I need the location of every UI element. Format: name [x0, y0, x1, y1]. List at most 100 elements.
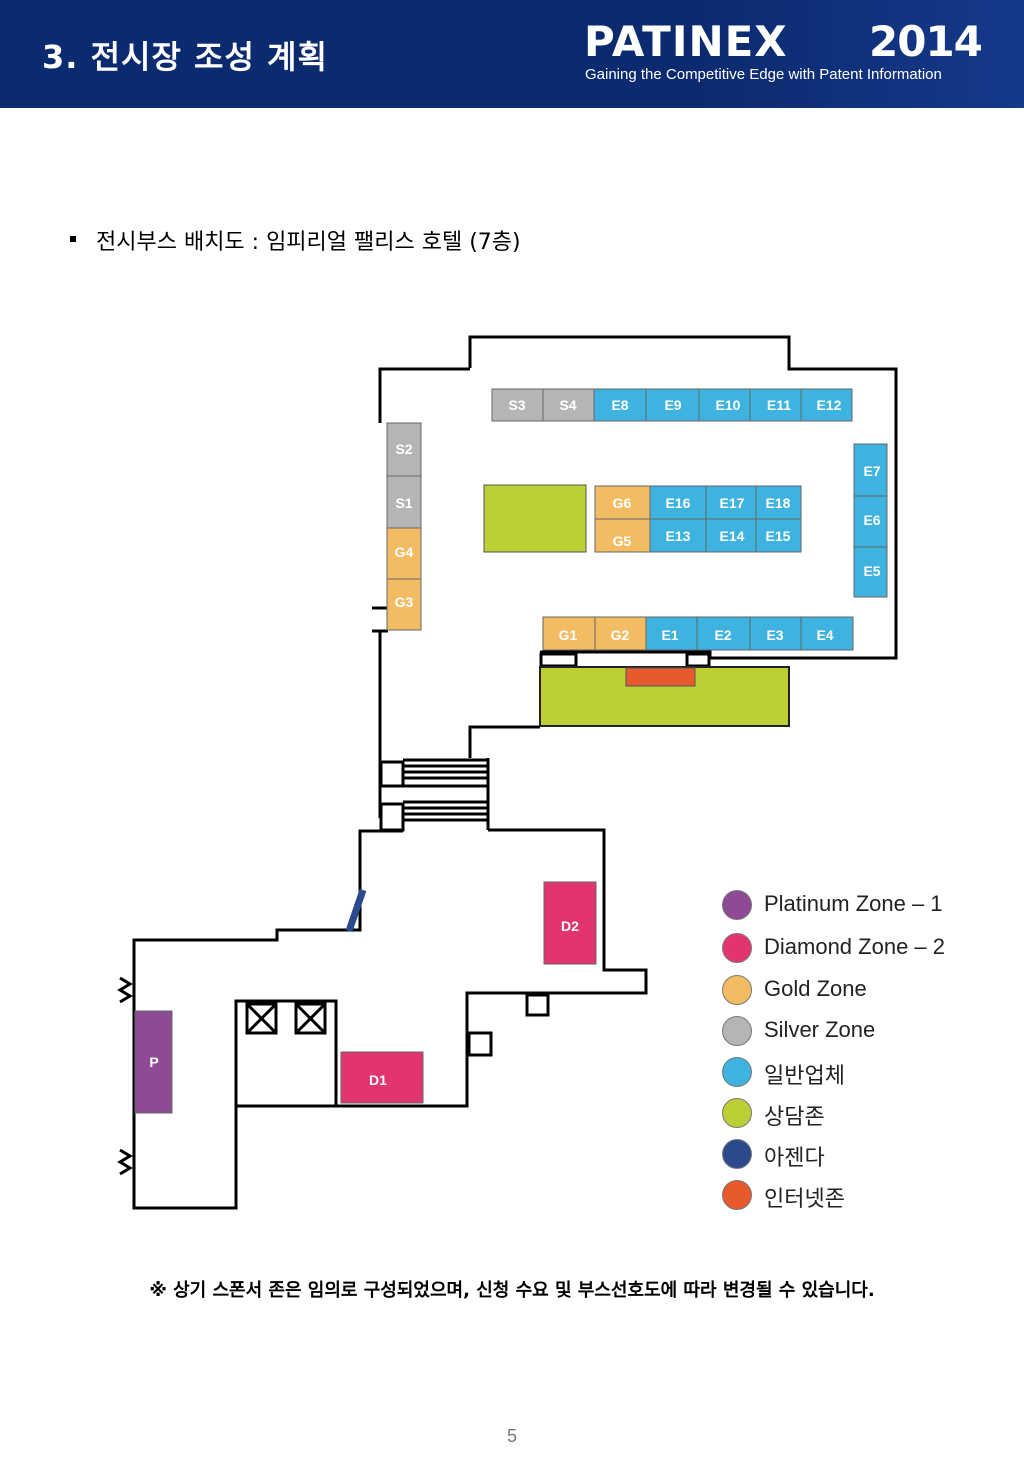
- booth-column-left: S2 S1 G4 G3: [386, 422, 422, 631]
- booth-e3-label: E3: [766, 627, 783, 643]
- legend-label-internet: 인터넷존: [764, 1186, 845, 1211]
- booth-e5-label: E5: [863, 563, 880, 579]
- layout-caption: 전시부스 배치도 : 임피리얼 팰리스 호텔 (7층): [96, 230, 521, 255]
- legend-label-platinum: Platinum Zone – 1: [764, 891, 943, 916]
- legend-label-silver: Silver Zone: [764, 1017, 876, 1042]
- booth-g1-label: G1: [559, 627, 578, 643]
- booth-e16-label: E16: [666, 495, 691, 511]
- patinex-logo-tagline: Gaining the Competitive Edge with Patent…: [585, 66, 942, 83]
- legend-swatch-consultation: [722, 1098, 752, 1128]
- booth-e15-label: E15: [766, 528, 791, 544]
- booth-s2-label: S2: [395, 441, 412, 457]
- legend-swatch-general: [722, 1057, 752, 1087]
- booth-e10-label: E10: [716, 397, 741, 413]
- footnote: ※ 상기 스폰서 존은 임의로 구성되었으며, 신청 수요 및 부스선호도에 따…: [149, 1280, 875, 1301]
- booth-e3: [749, 616, 802, 651]
- booth-e18-label: E18: [766, 495, 791, 511]
- agenda-marker: [345, 888, 367, 933]
- legend-label-general: 일반업체: [764, 1063, 845, 1088]
- booth-e12-label: E12: [817, 397, 842, 413]
- booth-e6: [853, 495, 888, 548]
- booth-g3-label: G3: [395, 594, 414, 610]
- booth-d1: [340, 1051, 424, 1104]
- booth-g6-label: G6: [613, 495, 632, 511]
- booth-s4-label: S4: [559, 397, 576, 413]
- legend-swatch-platinum: [722, 890, 752, 920]
- booth-e17: [705, 485, 757, 520]
- legend-label-agenda: 아젠다: [764, 1145, 825, 1170]
- legend-item-general: 일반업체: [720, 1055, 1010, 1089]
- booth-e5: [853, 546, 888, 598]
- legend-label-diamond: Diamond Zone – 2: [764, 934, 945, 959]
- booth-island-center: G6 G5 E16 E17 E18 E13 E14 E15: [594, 485, 802, 553]
- floor-plan-walls: [117, 335, 898, 1210]
- legend-item-gold: Gold Zone: [720, 973, 1010, 1007]
- booth-g3: [386, 578, 422, 631]
- legend-label-consultation: 상담존: [764, 1104, 825, 1129]
- legend-item-agenda: 아젠다: [720, 1137, 1010, 1171]
- booth-row-top: S3 S4 E8 E9 E10 E11 E12: [491, 388, 853, 422]
- header-accent: [694, 0, 1024, 108]
- page-header: 3. 전시장 조성 계획 PATINEX 2014 Gaining the Co…: [0, 0, 1024, 108]
- legend-item-diamond: Diamond Zone – 2: [720, 931, 1010, 965]
- legend-label-gold: Gold Zone: [764, 976, 867, 1001]
- booth-s1-label: S1: [395, 495, 412, 511]
- booth-e18: [755, 485, 802, 520]
- booth-d2-label: D2: [561, 918, 579, 934]
- bullet-icon: [70, 236, 76, 242]
- consultation-zone-center: [483, 484, 587, 553]
- booth-g2: [594, 616, 647, 651]
- booth-e14-label: E14: [720, 528, 745, 544]
- internet-zone: [625, 667, 696, 687]
- booth-e15: [755, 518, 802, 553]
- booth-row-bottom: G1 G2 E1 E2 E3 E4: [542, 616, 854, 651]
- booth-s3-label: S3: [508, 397, 525, 413]
- booth-e11: [749, 388, 802, 422]
- booth-e13: [649, 518, 707, 553]
- booth-p: [134, 1010, 173, 1114]
- section-title: 3. 전시장 조성 계획: [42, 38, 328, 76]
- booth-e4-label: E4: [816, 627, 833, 643]
- booth-e8: [593, 388, 647, 422]
- legend-swatch-diamond: [722, 933, 752, 963]
- legend-item-consultation: 상담존: [720, 1096, 1010, 1130]
- booth-e2-label: E2: [714, 627, 731, 643]
- booth-g5-label: G5: [613, 533, 632, 549]
- booth-d2: [543, 881, 597, 965]
- legend-swatch-silver: [722, 1016, 752, 1046]
- booth-s3: [491, 388, 544, 422]
- booth-e11-label: E11: [767, 397, 791, 413]
- legend-swatch-agenda: [722, 1139, 752, 1169]
- booth-e17-label: E17: [720, 495, 745, 511]
- booth-e9-label: E9: [664, 397, 681, 413]
- booth-g4-label: G4: [395, 544, 414, 560]
- booth-e7: [853, 443, 888, 497]
- legend-item-silver: Silver Zone: [720, 1014, 1010, 1048]
- legend-item-platinum: Platinum Zone – 1: [720, 888, 1010, 922]
- booth-g6: [594, 485, 651, 520]
- booth-p-label: P: [149, 1054, 158, 1070]
- booth-e8-label: E8: [611, 397, 628, 413]
- legend-item-internet: 인터넷존: [720, 1178, 1010, 1212]
- booth-e1-label: E1: [661, 627, 678, 643]
- booth-g5: [594, 518, 651, 553]
- booth-d1-label: D1: [369, 1072, 387, 1088]
- booth-column-right: E7 E6 E5: [853, 443, 888, 598]
- booth-e14: [705, 518, 757, 553]
- booth-e10: [698, 388, 751, 422]
- booth-e7-label: E7: [863, 463, 880, 479]
- page-number: 5: [506, 1426, 517, 1446]
- legend-swatch-internet: [722, 1180, 752, 1210]
- booth-g4: [386, 527, 422, 580]
- booth-e13-label: E13: [666, 528, 691, 544]
- booth-s1: [386, 475, 422, 529]
- booth-e6-label: E6: [863, 512, 880, 528]
- patinex-logo-year: 2014: [869, 17, 983, 66]
- booth-e9: [645, 388, 700, 422]
- booth-e4: [800, 616, 854, 651]
- legend-swatch-gold: [722, 975, 752, 1005]
- patinex-logo-word: PATINEX: [584, 17, 788, 66]
- booth-g2-label: G2: [611, 627, 630, 643]
- booth-e12: [800, 388, 853, 422]
